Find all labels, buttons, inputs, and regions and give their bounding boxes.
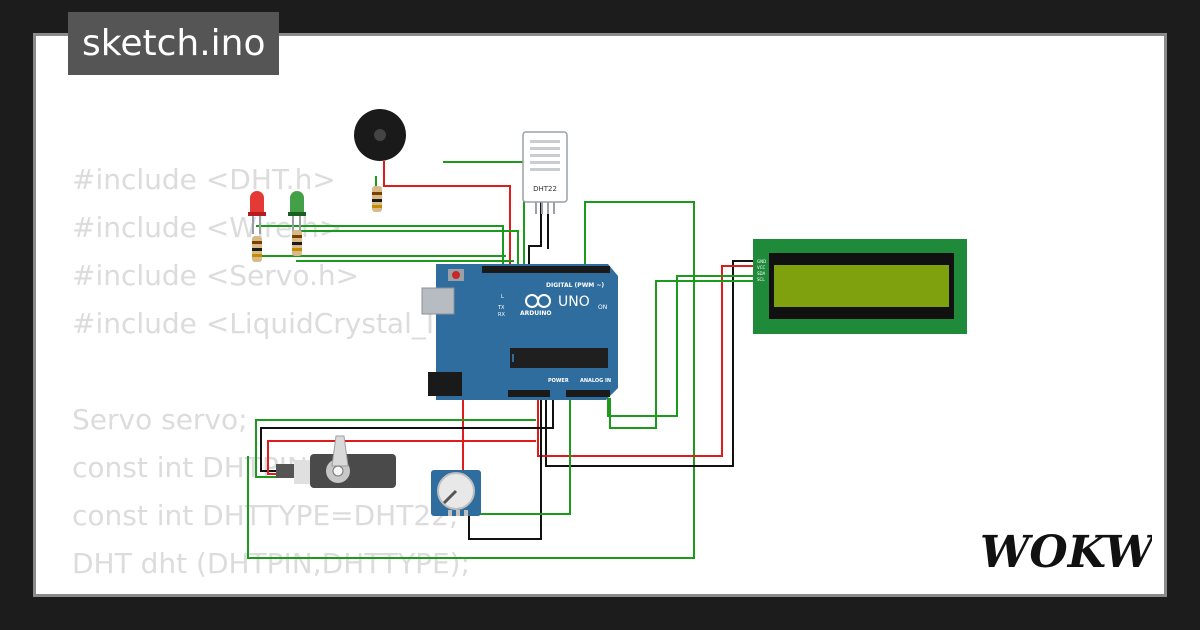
- wire-pot-signal: [472, 396, 571, 515]
- arduino-uno[interactable]: DIGITAL (PWM ~) UNO ARDUINO ON L TX RX P…: [421, 264, 618, 400]
- led-green[interactable]: [288, 191, 306, 234]
- wokwi-logo: WOKWi: [980, 527, 1152, 578]
- wire-led-red: [256, 225, 504, 268]
- wire-lcd-gnd: [545, 260, 754, 467]
- led-l-label: L: [501, 294, 504, 300]
- lcd-pin-sda: SDA: [757, 271, 766, 276]
- buzzer[interactable]: [354, 109, 406, 212]
- potentiometer[interactable]: [431, 470, 481, 516]
- wire-pot-gnd: [468, 396, 542, 540]
- dht-label: DHT22: [533, 185, 557, 193]
- wire-servo-green: [255, 419, 536, 478]
- wire-buzzer-signal: [383, 161, 511, 268]
- analog-label: ANALOG IN: [580, 378, 611, 384]
- servo-motor[interactable]: [276, 435, 396, 488]
- power-label: POWER: [548, 378, 569, 384]
- lcd-pin-gnd: GND: [757, 259, 766, 264]
- sketch-title: sketch.ino: [68, 12, 280, 75]
- wire-servo-red: [267, 440, 536, 475]
- wire-lcd-sda: [607, 275, 754, 417]
- wire-led-green: [296, 230, 519, 268]
- simulation-canvas: #include <DHT.h> #include <Wire.h> #incl…: [33, 33, 1167, 597]
- dht22-sensor[interactable]: DHT22: [522, 131, 568, 214]
- led-red[interactable]: [248, 191, 266, 234]
- wire-servo-black: [260, 396, 554, 472]
- uno-label: UNO: [558, 294, 590, 310]
- on-label: ON: [598, 304, 607, 311]
- lcd-pin-vcc: VCC: [757, 265, 766, 270]
- arduino-logo-icon: [525, 294, 551, 308]
- lcd-display[interactable]: GND VCC SDA SCL: [753, 239, 967, 334]
- wire-dht-vcc: [528, 201, 542, 268]
- led-tx-label: TX: [497, 305, 505, 311]
- wire-lcd-vcc: [537, 265, 754, 457]
- svg-text:WOKWi: WOKWi: [980, 527, 1152, 578]
- lcd-pin-scl: SCL: [757, 277, 765, 282]
- resistor-red-led[interactable]: [252, 236, 262, 262]
- wire-green-loop: [247, 201, 695, 559]
- wire-lcd-scl: [609, 280, 754, 429]
- circuit-diagram: DHT22: [247, 109, 967, 559]
- digital-label: DIGITAL (PWM ~): [546, 282, 604, 289]
- arduino-brand: ARDUINO: [520, 310, 551, 317]
- wire-dht-data: [443, 161, 525, 268]
- led-rx-label: RX: [498, 312, 505, 318]
- resistor-green-led[interactable]: [292, 230, 302, 256]
